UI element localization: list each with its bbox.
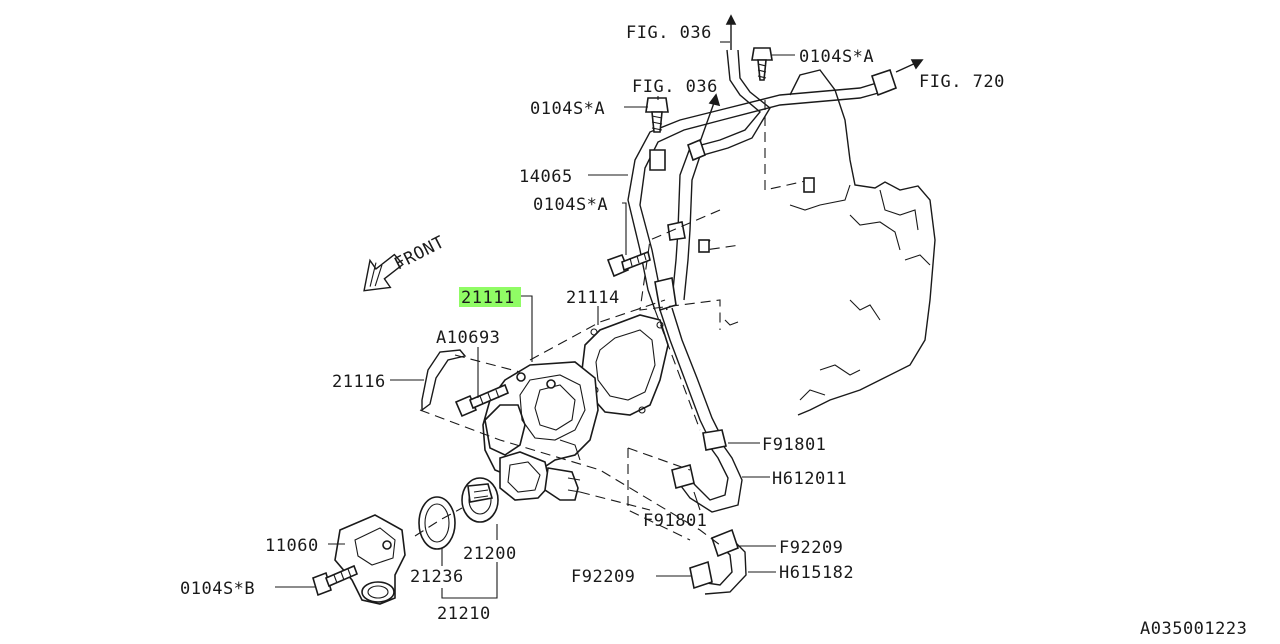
water-pump-21111	[482, 361, 599, 501]
label-21116[interactable]: 21116	[332, 372, 386, 392]
engine-block	[764, 69, 936, 416]
engine-stud-icon	[803, 177, 815, 193]
clamp-F91801-right-icon	[702, 429, 727, 451]
label-F92209-right[interactable]: F92209	[779, 538, 843, 558]
bolt-0104SA-mid	[606, 250, 651, 278]
clamp-F92209-right-icon	[711, 528, 739, 558]
leader-lines	[275, 41, 795, 599]
label-fig036-top[interactable]: FIG. 036	[626, 23, 712, 43]
label-H615182[interactable]: H615182	[779, 563, 854, 583]
label-bolt-0104SA-mid[interactable]: 0104S*A	[533, 195, 608, 215]
bolt-0104SB	[312, 564, 359, 597]
coolant-pipe-14065	[627, 49, 897, 446]
clamp-F92209-left-icon	[689, 560, 713, 590]
pipe-clip-icon	[698, 239, 710, 253]
front-label: FRONT	[391, 232, 448, 274]
label-14065[interactable]: 14065	[519, 167, 573, 187]
label-bolt-0104SB[interactable]: 0104S*B	[180, 579, 255, 599]
front-arrow-icon	[363, 253, 404, 292]
label-F91801-right[interactable]: F91801	[762, 435, 826, 455]
bolt-A10693	[454, 383, 510, 418]
label-fig036-mid[interactable]: FIG. 036	[632, 77, 718, 97]
label-fig720[interactable]: FIG. 720	[919, 72, 1005, 92]
label-21236[interactable]: 21236	[410, 567, 464, 587]
label-bolt-0104SA-top[interactable]: 0104S*A	[799, 47, 874, 67]
label-21111[interactable]: 21111	[461, 288, 515, 308]
thermostat-cover-11060	[334, 514, 406, 605]
label-F92209-left[interactable]: F92209	[571, 567, 635, 587]
label-11060[interactable]: 11060	[265, 536, 319, 556]
hose-H612011	[671, 429, 743, 513]
bolt-0104SA-left	[645, 97, 669, 133]
label-21200[interactable]: 21200	[463, 544, 517, 564]
highlight-21111	[459, 287, 521, 307]
label-21114[interactable]: 21114	[566, 288, 620, 308]
label-F91801-left[interactable]: F91801	[643, 511, 707, 531]
hose-H615182	[689, 528, 747, 595]
label-H612011[interactable]: H612011	[772, 469, 847, 489]
gasket-21236	[418, 496, 456, 550]
thermostat-21200	[461, 477, 499, 523]
label-A10693[interactable]: A10693	[436, 328, 500, 348]
fig036-mid-arrow	[699, 99, 716, 143]
label-bolt-0104SA-left[interactable]: 0104S*A	[530, 99, 605, 119]
gasket-21116	[421, 349, 467, 412]
label-21210[interactable]: 21210	[437, 604, 491, 624]
clamp-F91801-left-icon	[671, 464, 695, 489]
bolt-0104SA-top	[751, 47, 773, 81]
diagram-code: A035001223	[1140, 619, 1247, 639]
